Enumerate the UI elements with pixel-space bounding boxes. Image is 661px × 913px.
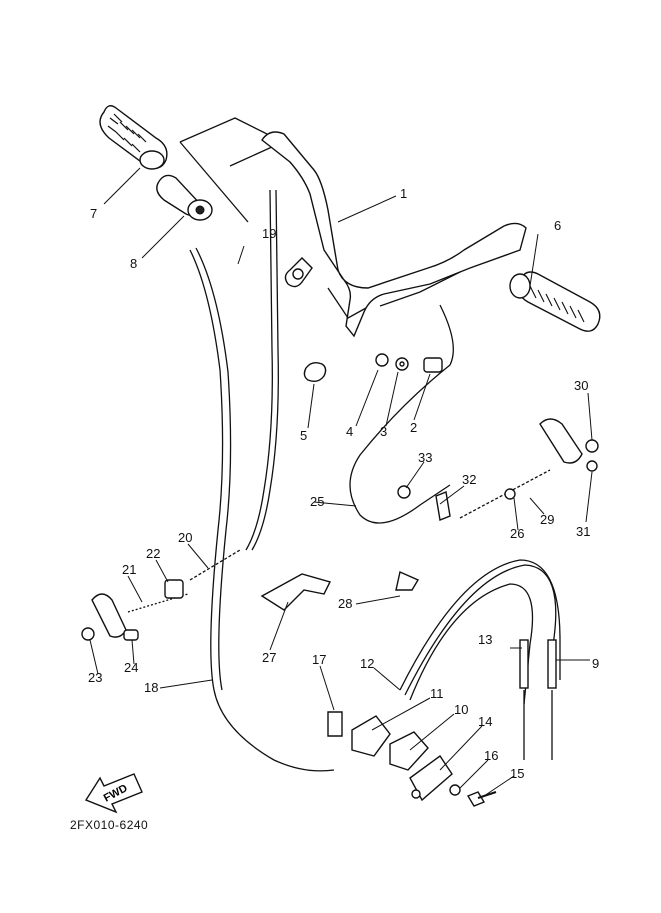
right-grip (509, 271, 601, 332)
callout-3: 3 (380, 424, 387, 439)
callout-15: 15 (510, 766, 524, 781)
callout-2: 2 (410, 420, 417, 435)
callout-5: 5 (300, 428, 307, 443)
handlebar (261, 131, 527, 338)
callout-22: 22 (146, 546, 160, 561)
brackets (260, 485, 453, 802)
cables (189, 189, 561, 772)
callout-17: 17 (312, 652, 326, 667)
callout-18: 18 (144, 680, 158, 695)
reference-code: 2FX010-6240 (70, 818, 149, 832)
callout-8: 8 (130, 256, 137, 271)
callout-23: 23 (88, 670, 102, 685)
leader-lines (89, 167, 593, 797)
fwd-arrow: FWD (84, 773, 143, 814)
callout-24: 24 (124, 660, 138, 675)
callout-labels: 1 2 3 4 5 6 7 8 9 10 11 12 13 14 15 16 1… (88, 186, 599, 781)
callout-33: 33 (418, 450, 432, 465)
callout-21: 21 (122, 562, 136, 577)
callout-29: 29 (540, 512, 554, 527)
callout-25: 25 (310, 494, 324, 509)
callout-30: 30 (574, 378, 588, 393)
callout-7: 7 (90, 206, 97, 221)
callout-9: 9 (592, 656, 599, 671)
bolt-and-washers (303, 353, 443, 383)
callout-16: 16 (484, 748, 498, 763)
throttle-grip (156, 174, 213, 221)
callout-10: 10 (454, 702, 468, 717)
callout-1: 1 (400, 186, 407, 201)
callout-11: 11 (430, 686, 444, 701)
callout-32: 32 (462, 472, 476, 487)
callout-6: 6 (554, 218, 561, 233)
left-grip (99, 105, 168, 170)
callout-26: 26 (510, 526, 524, 541)
bolts (449, 784, 497, 807)
right-adjuster-spring (459, 418, 599, 519)
left-adjuster-spring (81, 549, 241, 641)
callout-20: 20 (178, 530, 192, 545)
callout-4: 4 (346, 424, 353, 439)
callout-28: 28 (338, 596, 352, 611)
callout-13: 13 (478, 632, 492, 647)
callout-19: 19 (262, 226, 276, 241)
callout-14: 14 (478, 714, 492, 729)
callout-12: 12 (360, 656, 374, 671)
callout-31: 31 (576, 524, 590, 539)
callout-27: 27 (262, 650, 276, 665)
